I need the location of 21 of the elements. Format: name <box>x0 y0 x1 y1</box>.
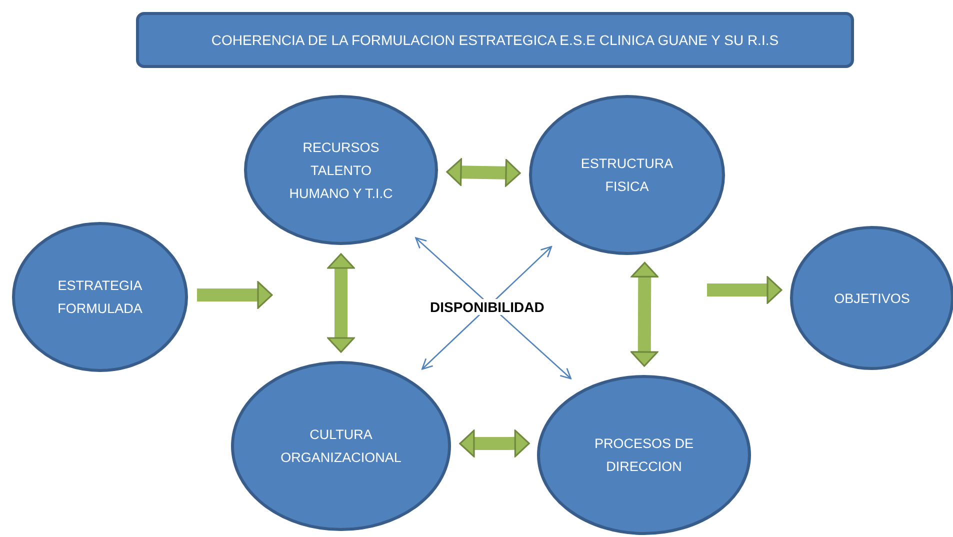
ellipse-node <box>537 375 751 535</box>
ellipse-node <box>244 95 438 245</box>
center-label: DISPONIBILIDAD <box>428 299 546 315</box>
double-block-arrow <box>459 430 530 458</box>
ellipse-node <box>12 222 188 372</box>
node-label: RECURSOS TALENTO HUMANO Y T.I.C <box>288 138 394 202</box>
double-block-arrow <box>630 262 658 367</box>
ellipse-node <box>231 361 451 531</box>
node-label: ESTRUCTURA FISICA <box>580 155 674 196</box>
node-label: CULTURA ORGANIZACIONAL <box>280 426 402 467</box>
ellipse-node <box>529 95 725 255</box>
double-arrow <box>415 237 572 380</box>
block-arrow <box>196 281 273 309</box>
node-label: OBJETIVOS <box>833 290 911 308</box>
node-label: ESTRATEGIA FORMULADA <box>56 277 144 318</box>
double-block-arrow <box>446 158 521 187</box>
double-arrow <box>421 246 552 370</box>
double-block-arrow <box>327 253 355 353</box>
title-banner: COHERENCIA DE LA FORMULACION ESTRATEGICA E.S.E CLINICA GUANE Y SU R.I.S <box>136 12 854 68</box>
node-label: PROCESOS DE DIRECCION <box>593 435 695 476</box>
block-arrow <box>707 276 782 304</box>
